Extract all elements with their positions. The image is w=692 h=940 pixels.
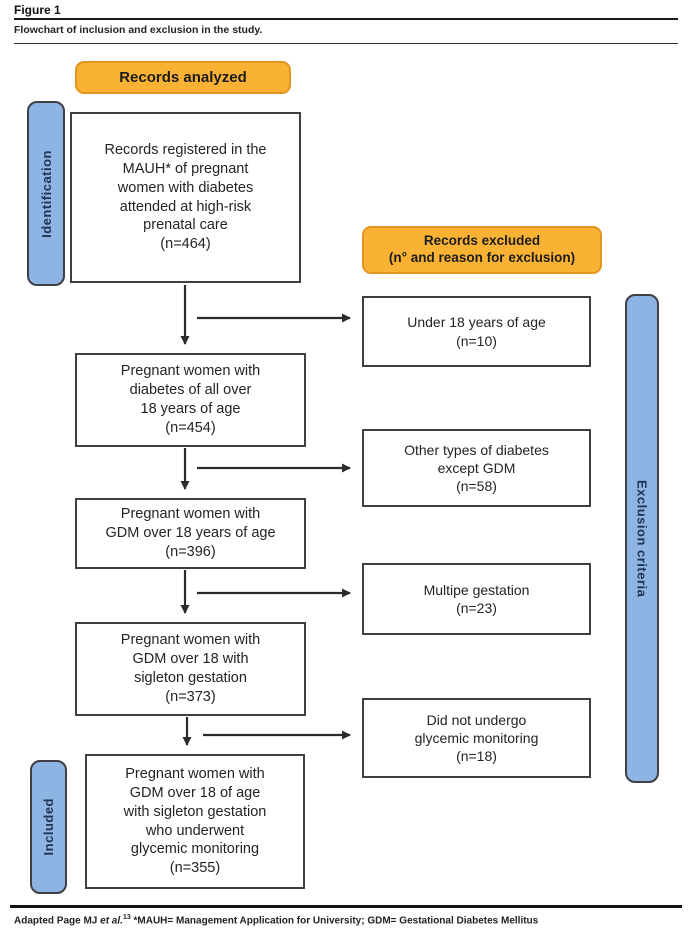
included-label: Included [41,798,56,856]
figure-caption: Flowchart of inclusion and exclusion in … [14,24,263,36]
flow-box-over-18: Pregnant women with diabetes of all over… [75,353,306,447]
caption-rule [14,43,678,44]
flow-box-singleton: Pregnant women with GDM over 18 with sig… [75,622,306,716]
footer-note: Adapted Page MJ et al.13 *MAUH= Manageme… [14,914,538,926]
flow-box-gdm: Pregnant women with GDM over 18 years of… [75,498,306,569]
records-excluded-banner: Records excluded (n° and reason for excl… [362,226,602,274]
footer-abbreviations: *MAUH= Management Application for Univer… [133,915,539,927]
exclusion-box-under-18: Under 18 years of age (n=10) [362,296,591,367]
figure-label: Figure 1 [14,3,61,17]
flow-box-records-registered: Records registered in the MAUH* of pregn… [70,112,301,283]
exclusion-box-multiple-gestation: Multipe gestation (n=23) [362,563,591,635]
exclusion-box-no-monitoring: Did not undergo glycemic monitoring (n=1… [362,698,591,778]
footer-etal: et al. [100,915,123,927]
records-analyzed-banner: Records analyzed [75,61,291,94]
exclusion-box-other-diabetes: Other types of diabetes except GDM (n=58… [362,429,591,507]
identification-sidebar: Identification [27,101,65,286]
exclusion-criteria-sidebar: Exclusion criteria [625,294,659,783]
header-rule [14,18,678,20]
footer-reference-number: 13 [122,914,131,921]
footer-rule [10,905,682,908]
flow-box-included-final: Pregnant women with GDM over 18 of age w… [85,754,305,889]
exclusion-criteria-label: Exclusion criteria [634,479,650,598]
footer-adapted: Adapted Page MJ [14,915,98,927]
identification-label: Identification [38,149,54,238]
included-sidebar: Included [30,760,67,894]
